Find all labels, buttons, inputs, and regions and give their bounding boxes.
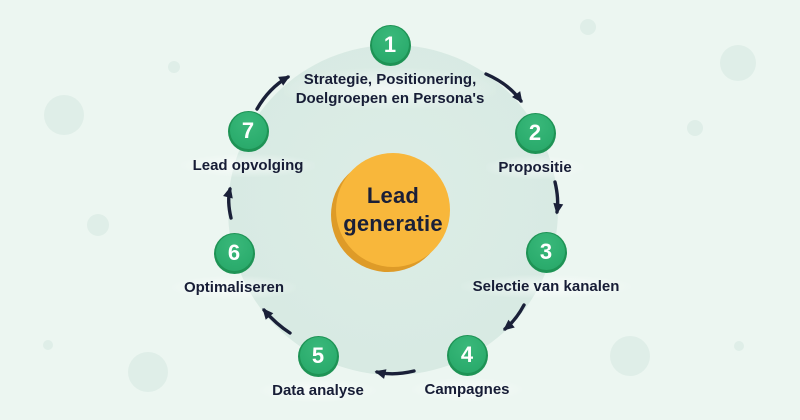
decor-bubble: [44, 95, 84, 135]
step-label-line: Campagnes: [424, 381, 510, 398]
step-node-1: 1 Strategie, Positionering, Doelgroepen …: [270, 25, 510, 110]
step-circle-6: 6: [213, 233, 255, 274]
step-circle-inner: [215, 234, 253, 271]
decor-bubble: [87, 214, 109, 236]
step-node-7: 7 Lead opvolging: [128, 111, 368, 177]
step-circle-inner: [527, 233, 565, 270]
center-title-line: Lead: [366, 183, 420, 208]
step-label: Optimaliseren: [171, 276, 297, 299]
step-node-4: 4 Campagnes: [347, 335, 587, 401]
decor-bubble: [610, 336, 650, 376]
step-number: 1: [383, 31, 397, 57]
step-number: 5: [311, 342, 325, 368]
step-label-line: Doelgroepen en Persona's: [295, 90, 485, 107]
decor-bubble: [734, 341, 744, 351]
step-label-line: Lead opvolging: [192, 157, 304, 174]
step-circle-inner: [229, 112, 267, 149]
step-node-2: 2 Propositie: [415, 113, 655, 179]
step-circle-1: 1: [369, 25, 411, 66]
step-circle-inner: [448, 336, 486, 373]
step-number: 3: [539, 238, 553, 264]
step-label-line: Propositie: [498, 159, 572, 176]
center-title-line: generatie: [343, 211, 443, 236]
decor-bubble: [687, 120, 703, 136]
decor-bubble: [720, 45, 756, 81]
step-circle-inner: [299, 337, 337, 374]
step-label: Propositie: [486, 156, 584, 179]
step-label-line: Data analyse: [272, 382, 364, 399]
step-number: 4: [460, 341, 474, 367]
step-node-6: 6 Optimaliseren: [114, 233, 354, 299]
decor-bubble: [168, 61, 180, 73]
decor-bubble: [580, 19, 596, 35]
step-number: 7: [241, 117, 255, 143]
step-label: Data analyse: [260, 379, 376, 402]
step-label: Strategie, Positionering, Doelgroepen en…: [283, 68, 497, 110]
step-circle-2: 2: [514, 113, 556, 154]
step-circle-4: 4: [446, 335, 488, 376]
step-label: Lead opvolging: [180, 154, 316, 177]
step-circle-3: 3: [525, 232, 567, 273]
step-number: 6: [227, 239, 241, 265]
step-label: Selectie van kanalen: [460, 275, 632, 298]
step-node-5: 5 Data analyse: [198, 336, 438, 402]
step-circle-inner: [516, 114, 554, 151]
step-circle-7: 7: [227, 111, 269, 152]
step-label: Campagnes: [412, 378, 522, 401]
decor-bubble: [43, 340, 53, 350]
decor-bubble: [128, 352, 168, 392]
step-label-line: Strategie, Positionering,: [303, 71, 477, 88]
step-node-3: 3 Selectie van kanalen: [426, 232, 666, 298]
step-circle-5: 5: [297, 336, 339, 377]
step-circle-inner: [371, 26, 409, 63]
step-label-line: Selectie van kanalen: [472, 278, 620, 295]
step-number: 2: [528, 119, 542, 145]
step-label-line: Optimaliseren: [183, 279, 285, 296]
center-topic-circle: Lead generatie: [336, 153, 450, 267]
